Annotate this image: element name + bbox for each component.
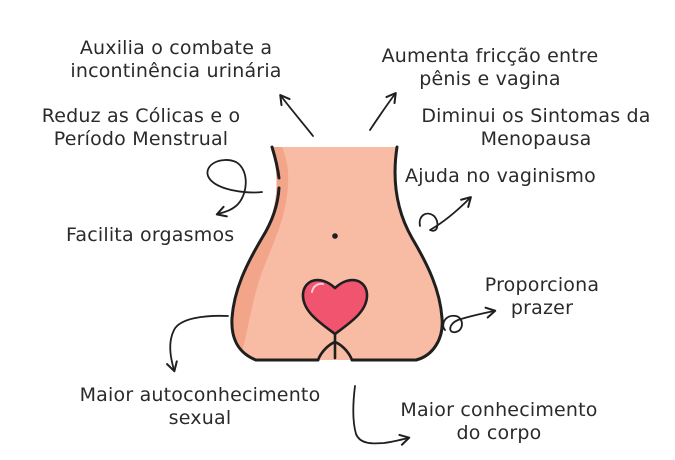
label-body-knowledge: Maior conhecimento do corpo (386, 399, 612, 445)
label-line: pênis e vagina (419, 68, 561, 90)
label-vaginismus: Ajuda no vaginismo (405, 165, 615, 188)
label-line: Maior autoconhecimento (79, 384, 321, 406)
label-line: Aumenta fricção entre (381, 45, 599, 67)
arrow-pleasure (442, 306, 497, 334)
label-line: Reduz as Cólicas e o (41, 105, 241, 127)
label-line: Ajuda no vaginismo (405, 165, 596, 187)
label-line: Auxilia o combate a (79, 37, 273, 59)
label-line: do corpo (456, 422, 542, 444)
arrow-friction (369, 91, 397, 131)
label-line: incontinência urinária (70, 60, 282, 82)
label-pleasure: Proporciona prazer (472, 274, 612, 320)
body-shadow (231, 147, 289, 352)
label-self-knowledge: Maior autoconhecimento sexual (62, 384, 338, 430)
label-orgasm: Facilita orgasmos (66, 224, 256, 247)
label-line: Facilita orgasmos (66, 224, 235, 246)
label-friction: Aumenta fricção entre pênis e vagina (368, 45, 612, 91)
heart-icon (301, 278, 369, 336)
body-outline-left (230, 145, 281, 362)
arrow-self-knowledge (166, 314, 229, 373)
label-line: Menopausa (480, 128, 592, 150)
arrow-body-knowledge (352, 385, 411, 446)
label-incontinence: Auxilia o combate a incontinência urinár… (60, 37, 292, 83)
label-line: prazer (510, 297, 574, 319)
label-line: Proporciona (484, 274, 600, 296)
label-menopause: Diminui os Sintomas da Menopausa (404, 105, 668, 151)
pelvis-body-icon (230, 145, 444, 362)
label-cramps: Reduz as Cólicas e o Período Menstrual (28, 105, 254, 151)
label-line: Diminui os Sintomas da (421, 105, 651, 127)
arrow-vaginismus (418, 196, 472, 232)
heart-stem (316, 332, 354, 362)
label-line: sexual (168, 407, 232, 429)
arrow-cramps (206, 159, 263, 218)
navel (332, 233, 338, 239)
label-line: Maior conhecimento (400, 399, 598, 421)
arrow-incontinence (279, 93, 314, 137)
label-line: Período Menstrual (53, 128, 229, 150)
body-outline-right (393, 145, 444, 362)
